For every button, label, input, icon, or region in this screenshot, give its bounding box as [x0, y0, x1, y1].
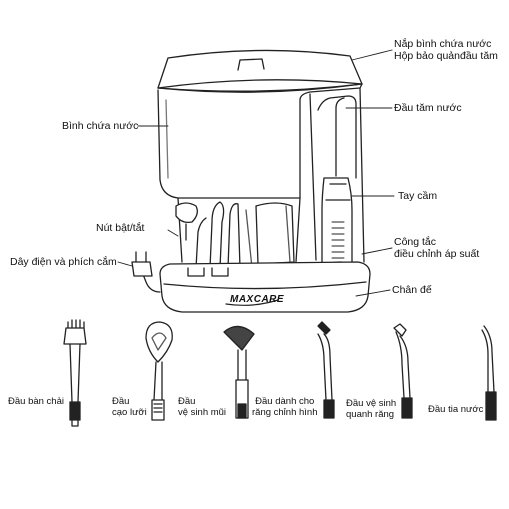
- reservoir-lid: [157, 49, 363, 89]
- water-reservoir: [157, 83, 363, 199]
- label-base: Chân đế: [392, 284, 432, 296]
- tip-label-nasal: Đầu vệ sinh mũi: [178, 396, 226, 418]
- tip-nasal-drawing: [223, 325, 255, 419]
- handle-grip-dots: [331, 221, 345, 259]
- tip-label-tongue-scraper: Đầu cạo lưỡi: [112, 396, 147, 418]
- label-water-reservoir: Bình chứa nước: [62, 120, 139, 132]
- callout-leaders: [117, 49, 395, 297]
- tip-label-ortho-line2: răng chỉnh hình: [252, 407, 318, 418]
- stored-tip-1: [195, 217, 207, 269]
- tip-label-brush-line1: Đầu bàn chải: [8, 396, 64, 407]
- tip-jet-drawing: [481, 325, 497, 421]
- tip-label-nasal-line2: vệ sinh mũi: [178, 407, 227, 418]
- label-power-cord: Dây điện và phích cắm: [10, 256, 117, 268]
- power-button: [175, 202, 198, 224]
- label-power-button: Nút bật/tắt: [96, 222, 145, 234]
- label-handle: Tay cầm: [398, 190, 438, 202]
- label-pressure-line1: Công tắc: [394, 236, 437, 248]
- rear-column: [309, 87, 365, 263]
- tip-label-ortho-line1: Đầu dành cho: [255, 396, 315, 407]
- tip-label-tongue-line2: cạo lưỡi: [112, 407, 147, 418]
- tip-orthodontic-drawing: [317, 321, 335, 419]
- tip-label-orthodontic: Đầu dành cho răng chỉnh hình: [252, 396, 318, 418]
- power-plug: [131, 261, 153, 277]
- tip-tongue-scraper-drawing: [145, 321, 173, 421]
- tip-label-jet: Đầu tia nước: [428, 404, 483, 415]
- flosser-tip-in-holder: [335, 97, 345, 177]
- label-tip-head: Đầu tăm nước: [394, 102, 462, 114]
- tip-label-perio-line2: quanh răng: [346, 409, 395, 420]
- tip-label-nasal-line1: Đầu: [178, 396, 196, 407]
- tip-label-brush: Đầu bàn chải: [8, 396, 64, 407]
- tip-label-jet-line1: Đầu tia nước: [428, 404, 484, 415]
- label-pressure-switch: Công tắc điều chỉnh áp suất: [394, 236, 479, 260]
- brand-logo-swoosh: [225, 299, 279, 306]
- label-lid-line2: Hộp bảo quảnđầu tăm: [394, 50, 498, 62]
- lid-handle: [237, 58, 265, 71]
- tip-periodontal-drawing: [393, 323, 413, 419]
- tip-row: [63, 319, 497, 427]
- label-pressure-line2: điều chỉnh áp suất: [394, 248, 480, 260]
- tip-label-periodontal: Đầu vệ sinh quanh răng: [346, 398, 396, 420]
- tip-label-tongue-line1: Đầu: [112, 396, 130, 407]
- tip-brush-drawing: [63, 319, 87, 427]
- label-reservoir-lid: Nắp bình chứa nước Hộp bảo quảnđầu tăm: [394, 38, 498, 62]
- stored-tip-3: [227, 203, 241, 269]
- stored-tip-2: [209, 201, 225, 269]
- brand-logo: MAXCARE: [230, 294, 285, 305]
- tip-label-perio-line1: Đầu vệ sinh: [346, 398, 397, 409]
- label-lid-line1: Nắp bình chứa nước: [394, 38, 492, 50]
- water-flosser-unit: [131, 49, 371, 313]
